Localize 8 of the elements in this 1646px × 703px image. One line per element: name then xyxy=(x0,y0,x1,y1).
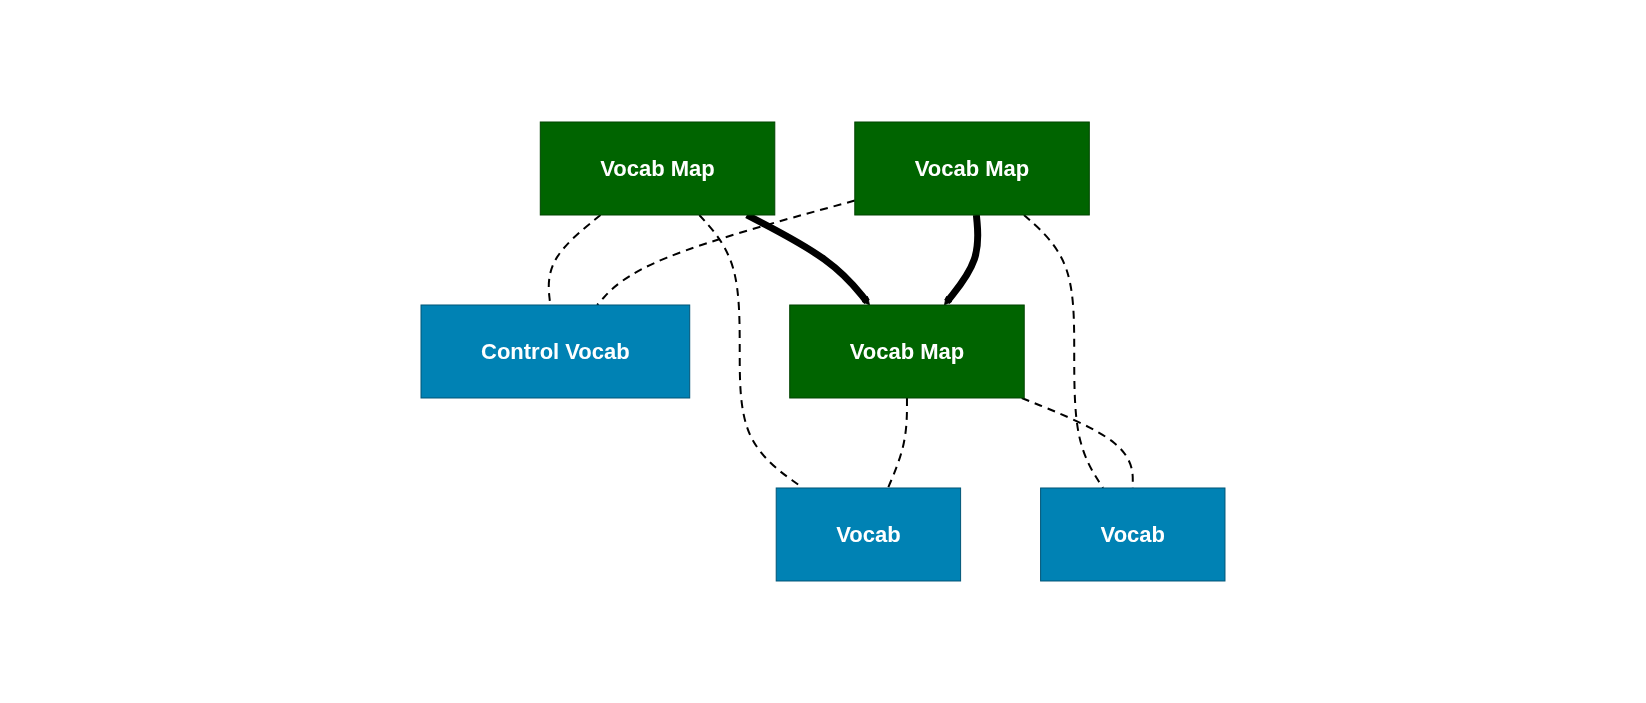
node-box: Vocab Map xyxy=(789,304,1025,399)
node-box: Vocab xyxy=(775,487,962,582)
arrow xyxy=(944,214,982,306)
connector xyxy=(887,397,908,489)
node-box: Control Vocab xyxy=(420,304,691,399)
node-box: Vocab xyxy=(1040,487,1226,582)
node-box: Vocab Map xyxy=(854,121,1090,216)
node-box: Vocab Map xyxy=(539,121,776,216)
